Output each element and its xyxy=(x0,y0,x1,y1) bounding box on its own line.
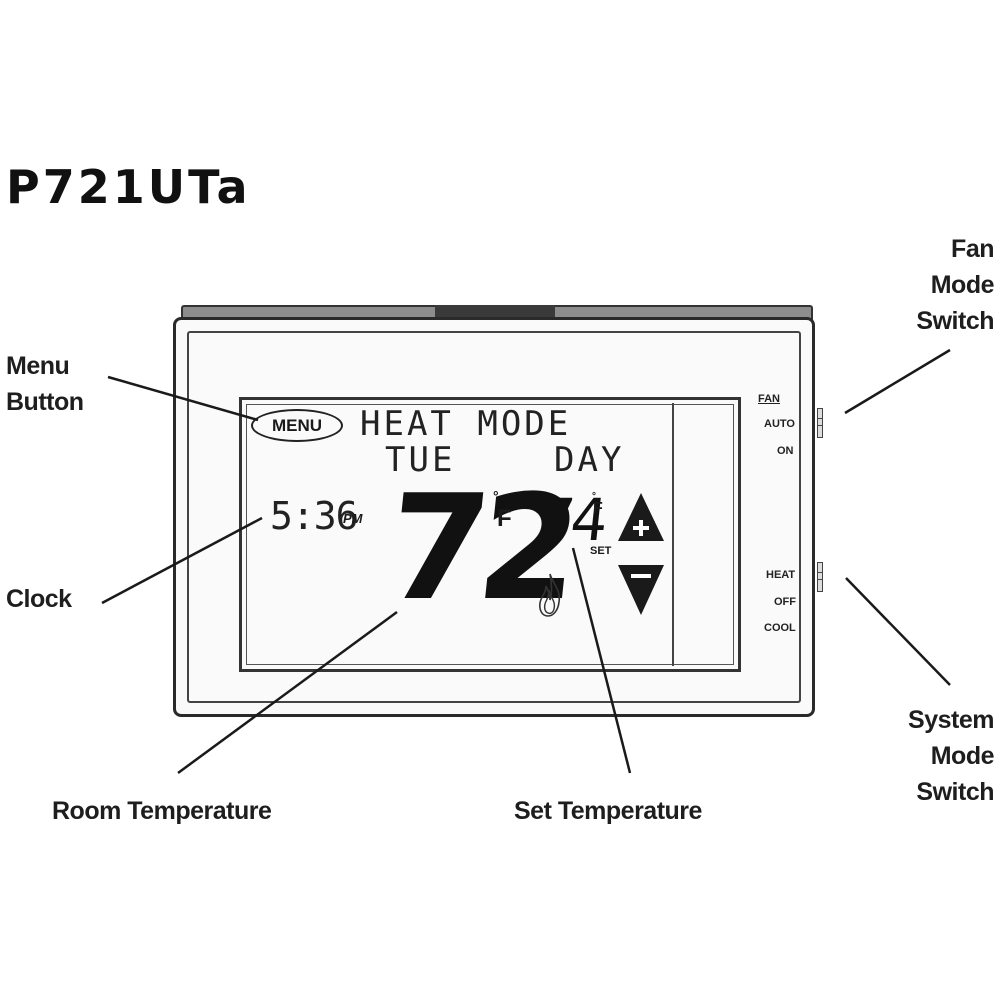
callout-fan-mode-switch-line1: Fan xyxy=(951,235,994,263)
callout-menu-button-line2: Button xyxy=(6,388,84,416)
system-switch-heat-label: HEAT xyxy=(766,569,796,581)
leader-line-system-switch xyxy=(845,577,951,686)
system-mode-switch[interactable] xyxy=(817,562,823,592)
thermostat-top-notch xyxy=(435,305,555,319)
callout-set-temperature: Set Temperature xyxy=(514,797,702,825)
model-title: P721UTa xyxy=(6,160,251,214)
fan-switch-auto-label: AUTO xyxy=(764,418,795,430)
callout-fan-mode-switch: Fan Mode Switch xyxy=(916,231,994,339)
lcd-divider xyxy=(672,403,674,666)
menu-button[interactable]: MENU xyxy=(251,409,343,442)
mode-indicator: HEAT MODE xyxy=(360,404,572,444)
system-switch-cool-label: COOL xyxy=(764,622,796,634)
leader-line-menu xyxy=(107,375,259,422)
leader-line-clock xyxy=(101,516,263,605)
system-switch-off-label: OFF xyxy=(774,596,796,608)
callout-fan-mode-switch-line3: Switch xyxy=(916,307,994,335)
temperature-down-button[interactable] xyxy=(618,565,664,615)
flame-icon xyxy=(539,573,561,617)
callout-menu-button: Menu Button xyxy=(6,348,84,420)
leader-line-set-temperature xyxy=(571,547,632,774)
callout-room-temperature: Room Temperature xyxy=(52,797,272,825)
set-temperature-degree: ° xyxy=(592,491,596,502)
fan-mode-switch[interactable] xyxy=(817,408,823,438)
period-indicator: DAY xyxy=(554,440,625,480)
set-temperature-label: SET xyxy=(590,545,612,557)
callout-menu-button-line1: Menu xyxy=(6,352,70,380)
temperature-up-button[interactable] xyxy=(618,493,664,541)
lcd-screen-inner xyxy=(246,404,734,665)
fan-switch-on-label: ON xyxy=(777,445,794,457)
callout-clock: Clock xyxy=(6,585,72,613)
room-temperature-unit: F xyxy=(497,505,512,532)
callout-system-mode-switch: System Mode Switch xyxy=(908,702,994,810)
day-indicator: TUE xyxy=(385,440,456,480)
fan-switch-title: FAN xyxy=(758,393,780,405)
clock-ampm: PM xyxy=(343,511,363,526)
thermostat-bezel xyxy=(187,331,801,703)
callout-fan-mode-switch-line2: Mode xyxy=(930,271,995,299)
leader-line-room-temperature xyxy=(177,610,398,775)
clock-time: 5:36 xyxy=(270,494,359,538)
room-temperature-degree: ° xyxy=(493,488,499,504)
set-temperature-unit: F xyxy=(593,500,603,517)
callout-system-mode-switch-line3: Switch xyxy=(916,778,994,806)
callout-system-mode-switch-line2: Mode xyxy=(930,742,995,770)
leader-line-fan-switch xyxy=(844,348,951,415)
callout-system-mode-switch-line1: System xyxy=(908,706,994,734)
